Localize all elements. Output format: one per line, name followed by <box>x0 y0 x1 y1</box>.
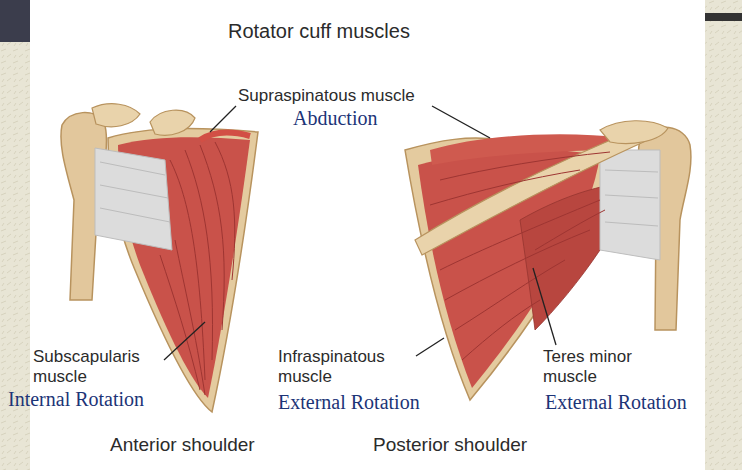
muscle-label: Teres minor muscle <box>543 347 653 386</box>
action-label: Abduction <box>293 107 377 130</box>
action-label: External Rotation <box>278 391 420 414</box>
view-label: Posterior shoulder <box>373 434 527 456</box>
action-label: Internal Rotation <box>8 388 144 411</box>
muscle-label: Supraspinatous muscle <box>238 86 415 106</box>
view-label: Anterior shoulder <box>110 434 255 456</box>
diagram-title: Rotator cuff muscles <box>228 20 410 43</box>
muscle-label: Infraspinatous muscle <box>278 347 413 386</box>
muscle-label: Subscapularis muscle <box>33 347 158 386</box>
action-label: External Rotation <box>545 391 687 414</box>
